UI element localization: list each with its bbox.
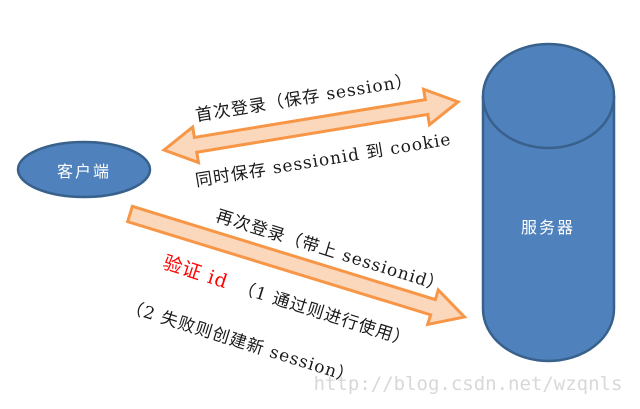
server-cylinder-body	[481, 96, 616, 363]
watermark-url: http://blog.csdn.net/wzqnls	[313, 373, 623, 395]
server-cylinder-top	[481, 42, 616, 150]
client-ellipse	[16, 140, 152, 199]
client-node-label: 客户端	[56, 162, 112, 181]
first-login-double-arrow-icon	[160, 86, 462, 165]
second-login-arrow-icon	[125, 204, 468, 327]
server-node-label: 服务器	[520, 218, 576, 237]
